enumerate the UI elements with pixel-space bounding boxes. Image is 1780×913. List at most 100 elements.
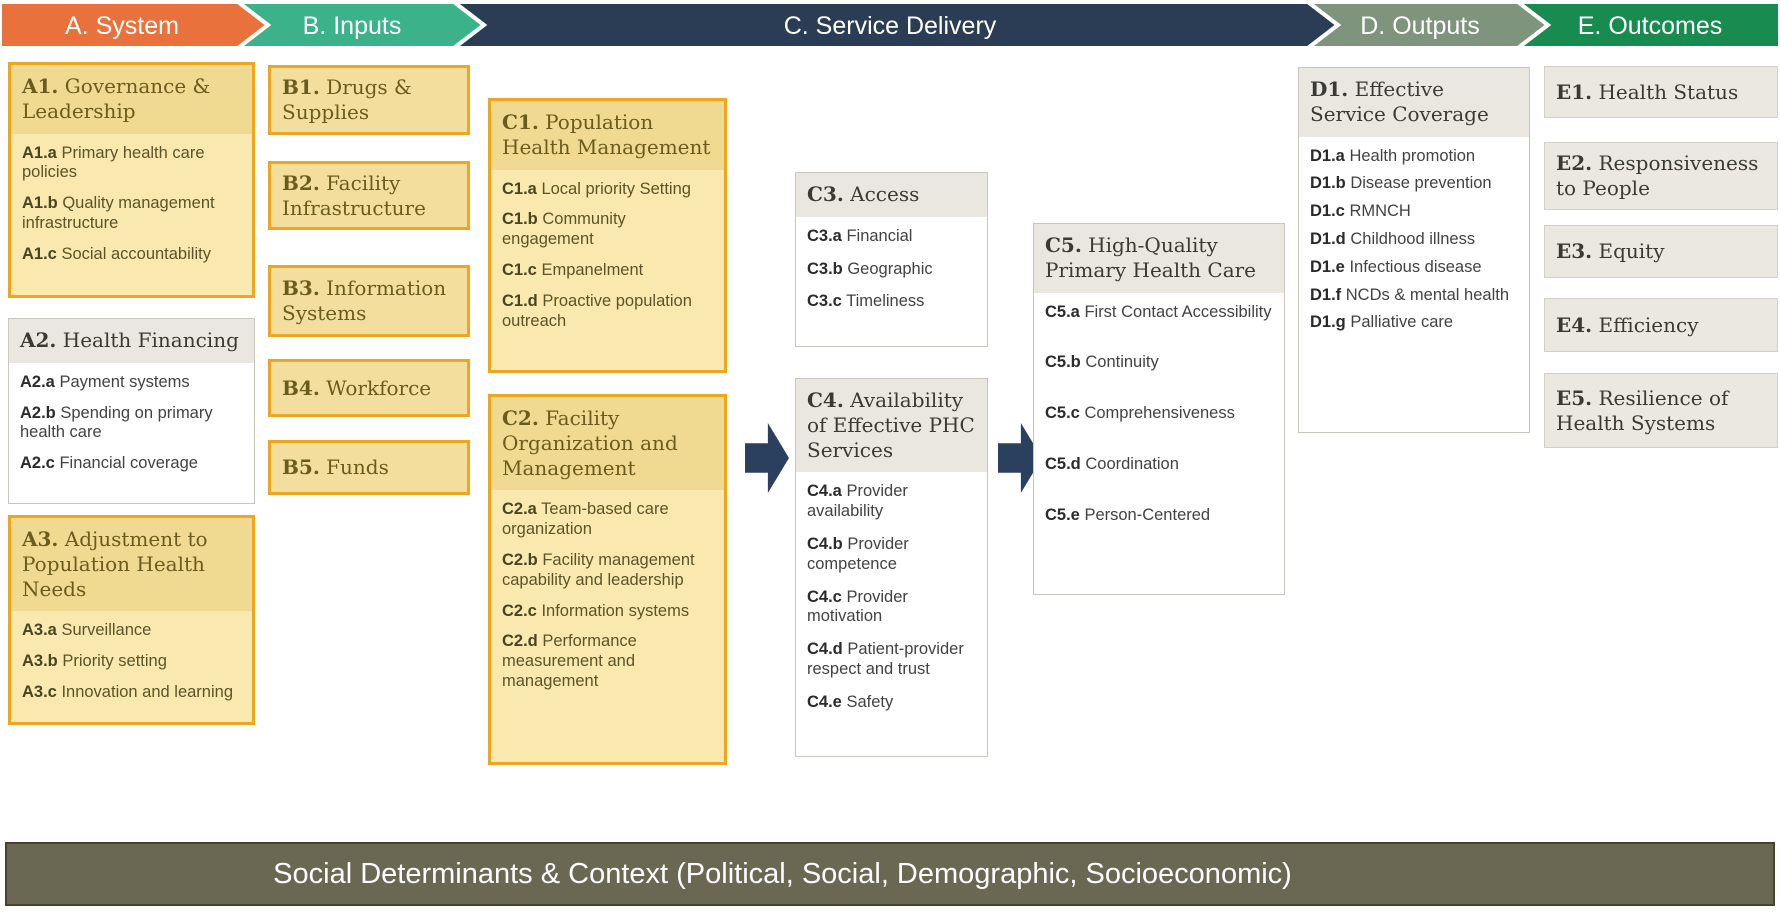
indicator-item: C3.c Timeliness (807, 292, 976, 312)
box-b3-code: B3. (282, 276, 320, 301)
box-c2-facility-organization-management: C2. Facility Organization and Management… (488, 394, 727, 765)
indicator-code: C1.c (502, 260, 537, 279)
indicator-label: Timeliness (841, 292, 925, 311)
box-e3-title: E3. Equity (1545, 235, 1676, 268)
box-b2-code: B2. (282, 170, 320, 195)
stage-label-service-delivery: C. Service Delivery (784, 12, 997, 40)
box-a2-title: A2. Health Financing (9, 319, 254, 363)
indicator-label: Team-based care organization (502, 500, 669, 539)
box-b1-name: Drugs & Supplies (282, 75, 412, 124)
box-e2-responsiveness: E2. Responsiveness to People (1544, 142, 1778, 210)
indicator-label: Geographic (842, 259, 933, 278)
indicator-code: D1.a (1310, 146, 1345, 165)
indicator-item: C2.c Information systems (502, 602, 713, 622)
indicator-code: C3.a (807, 226, 842, 245)
box-c1-population-health-management: C1. Population Health Management C1.a Lo… (488, 98, 727, 373)
indicator-item: C4.a Provider availability (807, 482, 976, 522)
box-e3-equity: E3. Equity (1544, 225, 1778, 278)
indicator-label: RMNCH (1344, 202, 1411, 221)
indicator-item: A2.b Spending on primary health care (20, 404, 243, 444)
indicator-item: C4.e Safety (807, 693, 976, 713)
indicator-item: D1.e Infectious disease (1310, 258, 1518, 278)
indicator-code: A2.c (20, 454, 55, 473)
box-e3-name: Equity (1598, 239, 1665, 264)
indicator-label: Patient-provider respect and trust (807, 640, 964, 678)
indicator-item: A1.b Quality management infrastructure (22, 194, 241, 234)
indicator-label: Information systems (536, 601, 690, 620)
indicator-label: Performance measurement and management (502, 632, 637, 690)
indicator-code: D1.g (1310, 313, 1346, 332)
box-e1-code: E1. (1556, 79, 1593, 104)
indicator-item: C4.d Patient-provider respect and trust (807, 640, 976, 680)
box-b3-name: Information Systems (282, 276, 447, 325)
box-e1-title: E1. Health Status (1545, 76, 1749, 109)
box-e2-name: Responsiveness to People (1556, 151, 1759, 200)
indicator-code: A3.c (22, 682, 57, 701)
flow-arrow-icon (745, 423, 789, 493)
indicator-label: First Contact Accessibility (1079, 302, 1272, 321)
indicator-item: C2.b Facility management capability and … (502, 551, 713, 591)
box-e2-code: E2. (1556, 151, 1593, 176)
indicator-code: C2.b (502, 550, 538, 569)
box-c5-title: C5. High-Quality Primary Health Care (1034, 224, 1284, 293)
box-e4-efficiency: E4. Efficiency (1544, 298, 1778, 352)
box-b5-title: B5. Funds (271, 451, 400, 484)
indicator-item: C5.a First Contact Accessibility (1045, 303, 1273, 323)
indicator-code: C5.d (1045, 454, 1081, 473)
indicator-code: A2.a (20, 372, 55, 391)
indicator-code: C4.c (807, 587, 842, 606)
box-c4-name: Availability of Effective PHC Services (807, 388, 975, 462)
social-determinants-bar: Social Determinants & Context (Political… (5, 842, 1775, 906)
stage-label-inputs: B. Inputs (303, 12, 402, 40)
box-c3-name: Access (850, 182, 920, 206)
box-c5-high-quality-phc: C5. High-Quality Primary Health Care C5.… (1033, 223, 1285, 595)
indicator-label: Payment systems (54, 372, 190, 391)
box-e1-name: Health Status (1598, 79, 1739, 104)
indicator-code: C4.a (807, 482, 842, 501)
box-b4-workforce: B4. Workforce (268, 359, 470, 417)
indicator-code: A3.b (22, 652, 58, 671)
indicator-label: Primary health care policies (22, 143, 205, 182)
box-b4-name: Workforce (326, 375, 432, 400)
stage-header-band: A. System B. Inputs C. Service Delivery … (0, 0, 1780, 50)
indicator-item: C1.d Proactive population outreach (502, 292, 713, 332)
indicator-label: Proactive population outreach (502, 291, 692, 330)
indicator-item: C5.d Coordination (1045, 455, 1273, 475)
indicator-item: C3.b Geographic (807, 260, 976, 280)
box-e4-title: E4. Efficiency (1545, 309, 1710, 342)
indicator-label: Local priority Setting (536, 179, 691, 198)
indicator-item: D1.d Childhood illness (1310, 230, 1518, 250)
indicator-item: D1.b Disease prevention (1310, 174, 1518, 194)
indicator-label: Health promotion (1344, 146, 1476, 165)
indicator-code: A1.c (22, 244, 57, 263)
stage-label-outcomes: E. Outcomes (1578, 12, 1723, 40)
indicator-label: Empanelment (536, 260, 644, 279)
indicator-label: Comprehensiveness (1079, 404, 1235, 423)
indicator-code: D1.c (1310, 202, 1345, 221)
indicator-label: Continuity (1080, 353, 1159, 372)
indicator-label: Provider competence (807, 534, 909, 573)
indicator-label: Person-Centered (1079, 505, 1211, 524)
box-c5-name: High-Quality Primary Health Care (1045, 233, 1257, 282)
indicator-label: Facility management capability and leade… (502, 550, 695, 589)
indicator-item: A3.c Innovation and learning (22, 683, 241, 703)
indicator-label: Palliative care (1345, 313, 1454, 332)
indicator-label: Financial coverage (54, 454, 198, 473)
stage-label-outputs: D. Outputs (1360, 12, 1480, 40)
box-b4-title: B4. Workforce (271, 372, 442, 405)
stage-label-system: A. System (65, 12, 179, 40)
indicator-label: Infectious disease (1344, 257, 1482, 276)
box-a2-code: A2. (20, 328, 57, 352)
box-a1-title: A1. Governance & Leadership (11, 65, 252, 134)
indicator-item: A1.c Social accountability (22, 245, 241, 265)
indicator-label: Financial (841, 226, 913, 245)
box-a2-health-financing: A2. Health Financing A2.a Payment system… (8, 318, 255, 504)
box-e2-title: E2. Responsiveness to People (1545, 147, 1777, 205)
